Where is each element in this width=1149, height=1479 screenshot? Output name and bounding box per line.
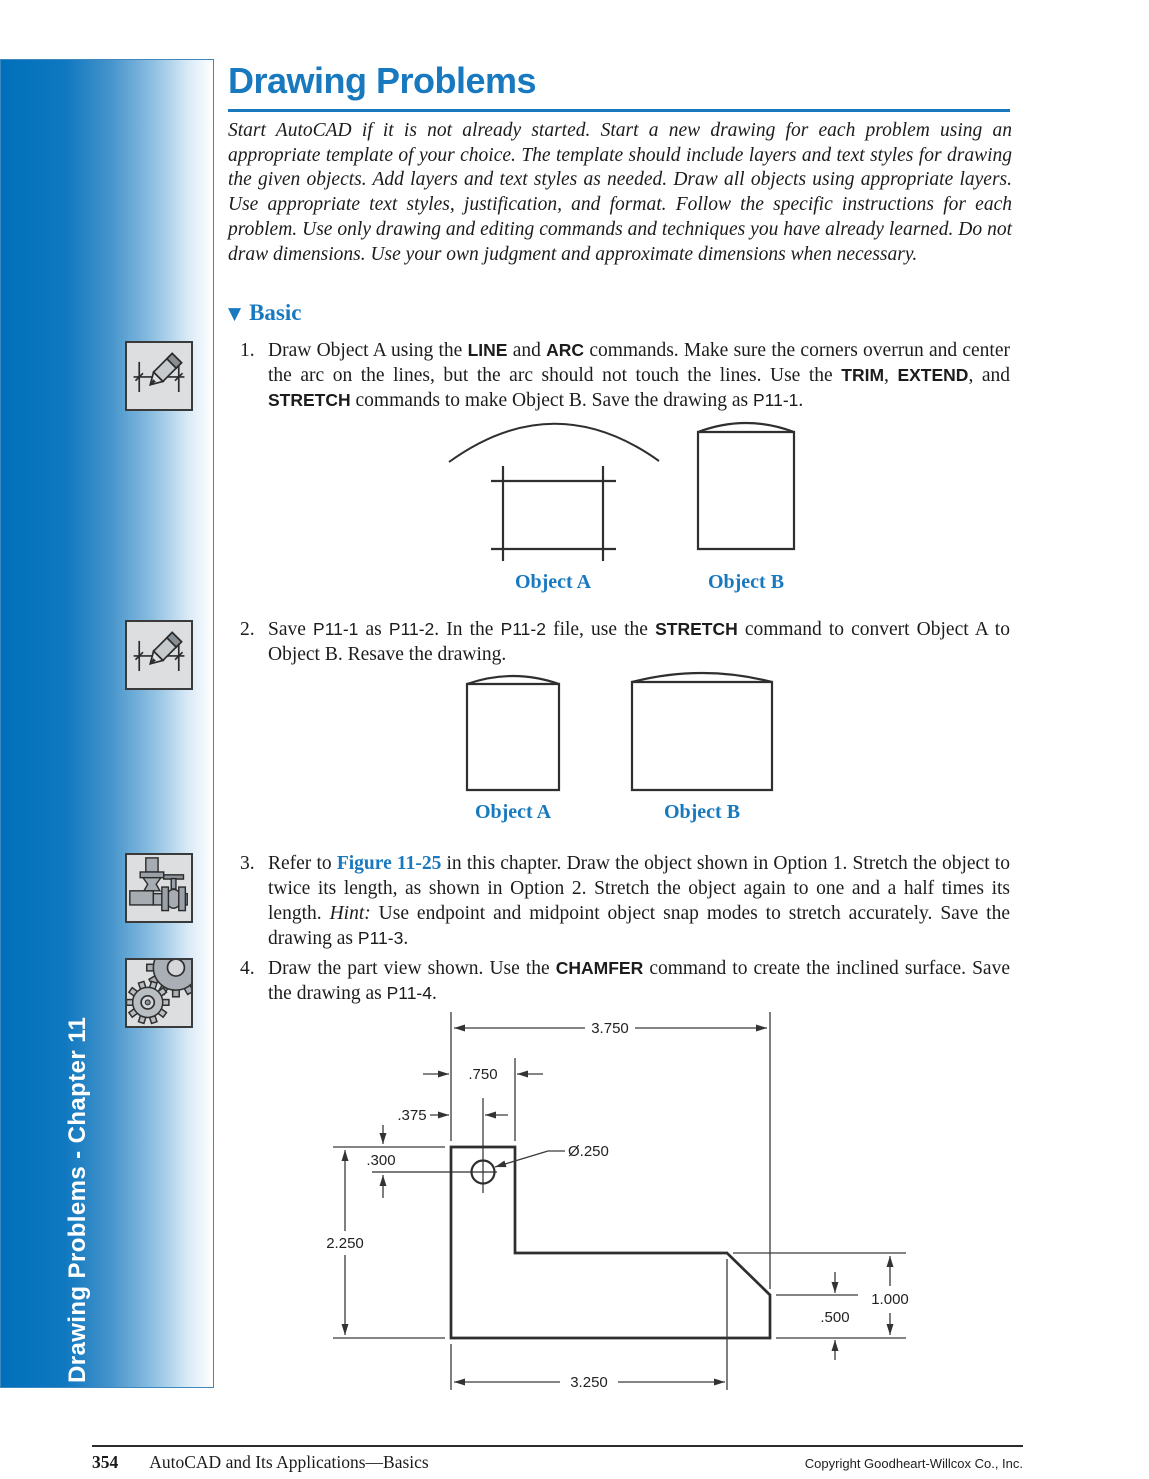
text-segment: command to create the inclined surface. … bbox=[268, 958, 1010, 1004]
dimension-lines bbox=[341, 1024, 894, 1386]
dim-tab-width: .750 bbox=[468, 1066, 497, 1083]
title-rule bbox=[228, 109, 1010, 112]
section-heading-basic: ▼Basic bbox=[228, 300, 302, 325]
text-segment: in this chapter. Draw the object shown i… bbox=[268, 853, 1010, 924]
object-a-drawing bbox=[465, 674, 561, 792]
text-segment: Refer to bbox=[268, 853, 337, 874]
extension-lines bbox=[333, 1012, 906, 1390]
text-segment: . In the bbox=[434, 619, 501, 640]
gears-icon bbox=[125, 958, 193, 1028]
figure-object-comparison-2: Object A Object B bbox=[465, 671, 774, 823]
page-title: Drawing Problems bbox=[228, 60, 537, 101]
footer-rule bbox=[92, 1445, 1023, 1447]
object-b-drawing bbox=[696, 421, 796, 551]
dim-hole-from-top: .300 bbox=[366, 1152, 395, 1169]
problem-number: 3. bbox=[240, 853, 255, 874]
text-segment: Draw Object A using the bbox=[268, 340, 468, 361]
object-b-label: Object B bbox=[708, 571, 784, 593]
sidebar-vertical-label: Drawing Problems - Chapter 11 bbox=[64, 1016, 91, 1383]
footer-page-number: 354 bbox=[92, 1452, 119, 1472]
text-segment: P11-2 bbox=[388, 619, 435, 639]
intro-paragraph: Start AutoCAD if it is not already start… bbox=[228, 120, 1012, 265]
figure-reference-link[interactable]: Figure 11-25 bbox=[336, 853, 442, 874]
text-segment: Save bbox=[268, 619, 314, 640]
text-segment: file, use the bbox=[545, 619, 656, 640]
text-segment: commands. Make sure the corners overrun … bbox=[268, 340, 1010, 386]
footer-copyright: Copyright Goodheart-Willcox Co., Inc. bbox=[804, 1456, 1023, 1471]
dim-hole-from-left: .375 bbox=[397, 1107, 426, 1124]
text-segment: P11-1 bbox=[313, 619, 359, 639]
text-segment: command to convert Object A to Object B.… bbox=[268, 619, 1010, 665]
text-segment: P11-3 bbox=[357, 928, 404, 948]
problem-item-4: 4. Draw the part view shown. Use the CHA… bbox=[228, 956, 1010, 1006]
text-segment: CHAMFER bbox=[555, 958, 644, 978]
text-segment: P11-4 bbox=[386, 983, 432, 1003]
object-a-label: Object A bbox=[515, 571, 592, 593]
dim-overall-height: 2.250 bbox=[326, 1235, 364, 1252]
text-segment: P11-2 bbox=[500, 619, 546, 639]
text-segment: ARC bbox=[546, 340, 585, 360]
text-segment: as bbox=[358, 619, 389, 640]
problem-item-1: 1. Draw Object A using the LINE and ARC … bbox=[228, 338, 1010, 413]
problem-text: Draw the part view shown. Use the CHAMFE… bbox=[268, 956, 1010, 1006]
text-segment: Draw the part view shown. Use the bbox=[268, 958, 556, 979]
text-segment: STRETCH bbox=[268, 390, 351, 410]
problem-text: Refer to Figure 11-25 in this chapter. D… bbox=[268, 851, 1010, 951]
dim-base-width: 3.250 bbox=[570, 1374, 608, 1391]
text-segment: . bbox=[403, 928, 409, 949]
problem-number: 1. bbox=[240, 340, 255, 361]
problem-item-3: 3. Refer to Figure 11-25 in this chapter… bbox=[228, 851, 1010, 951]
object-b-label: Object B bbox=[664, 801, 740, 823]
text-segment: and bbox=[507, 340, 547, 361]
object-a-label: Object A bbox=[475, 801, 552, 823]
dim-chamfer-height: .500 bbox=[820, 1309, 849, 1326]
dim-overall-width: 3.750 bbox=[591, 1020, 629, 1037]
text-segment: . bbox=[798, 390, 804, 411]
object-a-drawing bbox=[448, 422, 660, 561]
text-segment: STRETCH bbox=[655, 619, 738, 639]
text-segment: P11-1 bbox=[753, 390, 799, 410]
hole bbox=[372, 1098, 497, 1193]
text-segment: . bbox=[432, 983, 437, 1004]
text-segment: EXTEND bbox=[897, 365, 969, 385]
footer-book-title: AutoCAD and Its Applications—Basics bbox=[149, 1452, 429, 1472]
footer: 354 AutoCAD and Its Applications—Basics … bbox=[92, 1452, 1023, 1473]
pipe-valve-icon bbox=[125, 853, 193, 923]
dimension-pencil-icon bbox=[125, 620, 193, 690]
problem-number: 4. bbox=[240, 958, 255, 979]
dimension-pencil-icon bbox=[125, 341, 193, 411]
text-segment: , and bbox=[968, 365, 1011, 386]
text-segment: commands to make Object B. Save the draw… bbox=[350, 390, 753, 411]
text-segment: Hint: bbox=[329, 903, 371, 924]
figure-object-comparison-1: Object A Object B bbox=[448, 421, 796, 593]
text-segment: LINE bbox=[467, 340, 508, 360]
text-segment: TRIM bbox=[841, 365, 885, 385]
problem-text: Draw Object A using the LINE and ARC com… bbox=[268, 338, 1010, 413]
dim-hole-diameter: Ø.250 bbox=[568, 1143, 609, 1160]
chapter-sidebar bbox=[0, 59, 214, 1388]
part-outline bbox=[449, 1145, 772, 1340]
dim-right-height: 1.000 bbox=[871, 1291, 909, 1308]
problem-number: 2. bbox=[240, 619, 255, 640]
text-segment: Use endpoint and midpoint object snap mo… bbox=[268, 903, 1010, 949]
object-b-drawing bbox=[630, 671, 774, 792]
figure-part-drawing: 3.750 .750 .375 .300 2.250 Ø.250 1.000 .… bbox=[326, 1012, 909, 1391]
triangle-bullet-icon: ▼ bbox=[228, 304, 242, 324]
problem-text: Save P11-1 as P11-2. In the P11-2 file, … bbox=[268, 617, 1010, 667]
problem-item-2: 2. Save P11-1 as P11-2. In the P11-2 fil… bbox=[228, 617, 1010, 667]
text-segment: , bbox=[884, 365, 898, 386]
